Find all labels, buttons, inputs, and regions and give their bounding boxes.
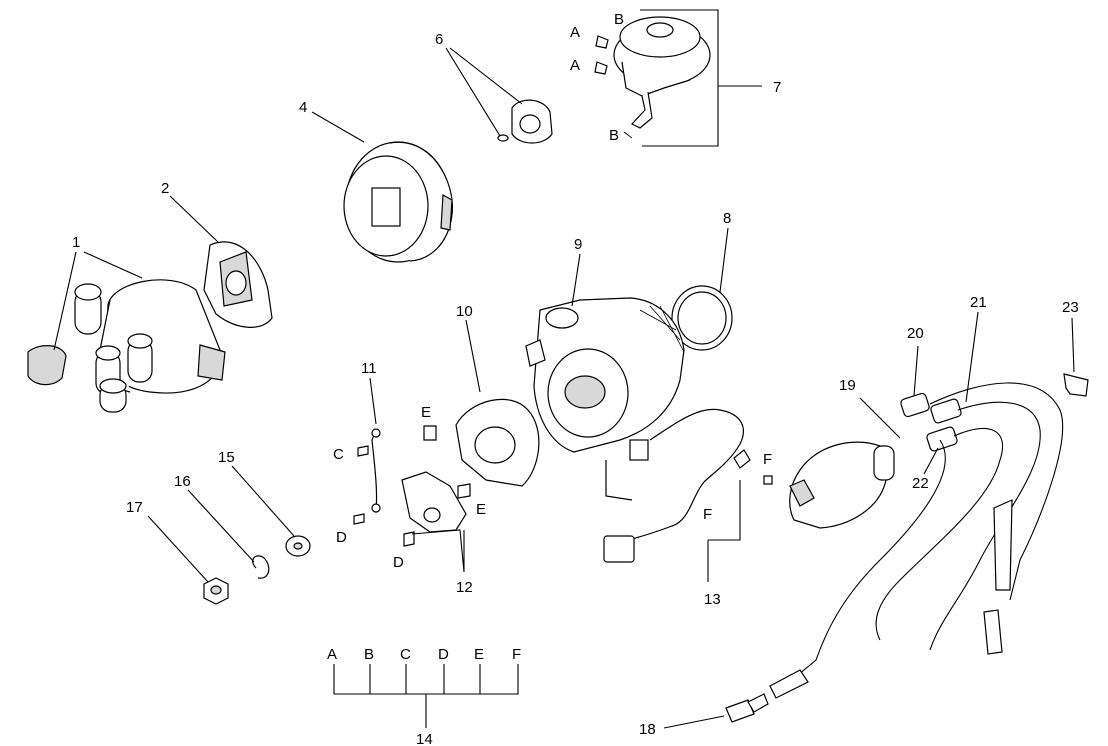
callout-4: 4	[299, 99, 307, 116]
part-9-distributor-housing	[525, 297, 685, 453]
callout-14: 14	[416, 731, 433, 746]
part-22-lead-cap	[926, 426, 958, 452]
legend-14-b: B	[364, 646, 374, 663]
letter-b-lower: B	[609, 127, 619, 144]
letter-b-upper: B	[614, 11, 624, 28]
part-17-nut	[203, 577, 229, 605]
part-19-ignition-coil	[789, 441, 895, 529]
letter-e-upper: E	[421, 404, 431, 421]
callout-15: 15	[218, 449, 235, 466]
callout-20: 20	[907, 325, 924, 342]
callout-18: 18	[639, 721, 656, 738]
legend-14-c: C	[400, 646, 411, 663]
callout-8: 8	[723, 210, 731, 227]
callout-11: 11	[361, 360, 377, 377]
legend-14: A B C D E F	[327, 646, 521, 663]
callout-13: 13	[704, 591, 721, 608]
callout-numbers: 1 2 4 6 7 8 9 10 11 12 13 14 15 16 17 18…	[72, 31, 1079, 746]
letter-d-lower: D	[393, 554, 404, 571]
part-23-clip	[1063, 373, 1089, 397]
letter-f-right: F	[763, 451, 772, 468]
part-2-rotor	[203, 241, 273, 328]
part-11-wire	[353, 428, 381, 525]
part-10-breaker-plate	[455, 398, 540, 487]
callout-1: 1	[72, 234, 80, 251]
high-tension-leads	[769, 382, 1064, 699]
legend-14-e: E	[474, 646, 484, 663]
legend-14-f: F	[512, 646, 521, 663]
part-20-lead-cap	[900, 392, 930, 418]
part-12-contact-set	[401, 425, 471, 547]
letter-a-upper: A	[570, 24, 580, 41]
part-1-distributor-cap	[27, 279, 226, 413]
letter-a-lower: A	[570, 57, 580, 74]
letter-e-lower: E	[476, 501, 486, 518]
part-13-harness	[603, 408, 773, 563]
part-15-washer	[285, 535, 311, 557]
letter-f-harness: F	[703, 506, 712, 523]
callout-23: 23	[1062, 299, 1079, 316]
letter-d-upper: D	[336, 529, 347, 546]
callout-19: 19	[839, 377, 856, 394]
callout-16: 16	[174, 473, 191, 490]
part-7-vacuum-advance	[594, 16, 711, 139]
callout-10: 10	[456, 303, 473, 320]
leader-lines	[53, 9, 1075, 729]
part-16-clip	[252, 555, 270, 579]
callout-9: 9	[574, 236, 582, 253]
callout-17: 17	[126, 499, 143, 516]
part-6-governor-parts	[497, 99, 553, 144]
callout-7: 7	[773, 79, 781, 96]
callout-12: 12	[456, 579, 473, 596]
legend-14-d: D	[438, 646, 449, 663]
part-21-lead-cap	[930, 398, 962, 424]
legend-14-a: A	[327, 646, 337, 663]
callout-21: 21	[970, 294, 987, 311]
fastener-letters: A A B B C D D E E F F	[333, 11, 772, 571]
callout-22: 22	[912, 475, 929, 492]
callout-6: 6	[435, 31, 443, 48]
letter-c: C	[333, 446, 344, 463]
part-4-dust-cover	[343, 141, 453, 263]
callout-2: 2	[161, 180, 169, 197]
part-8-o-ring	[671, 285, 733, 351]
part-18-spark-plug	[725, 693, 769, 723]
